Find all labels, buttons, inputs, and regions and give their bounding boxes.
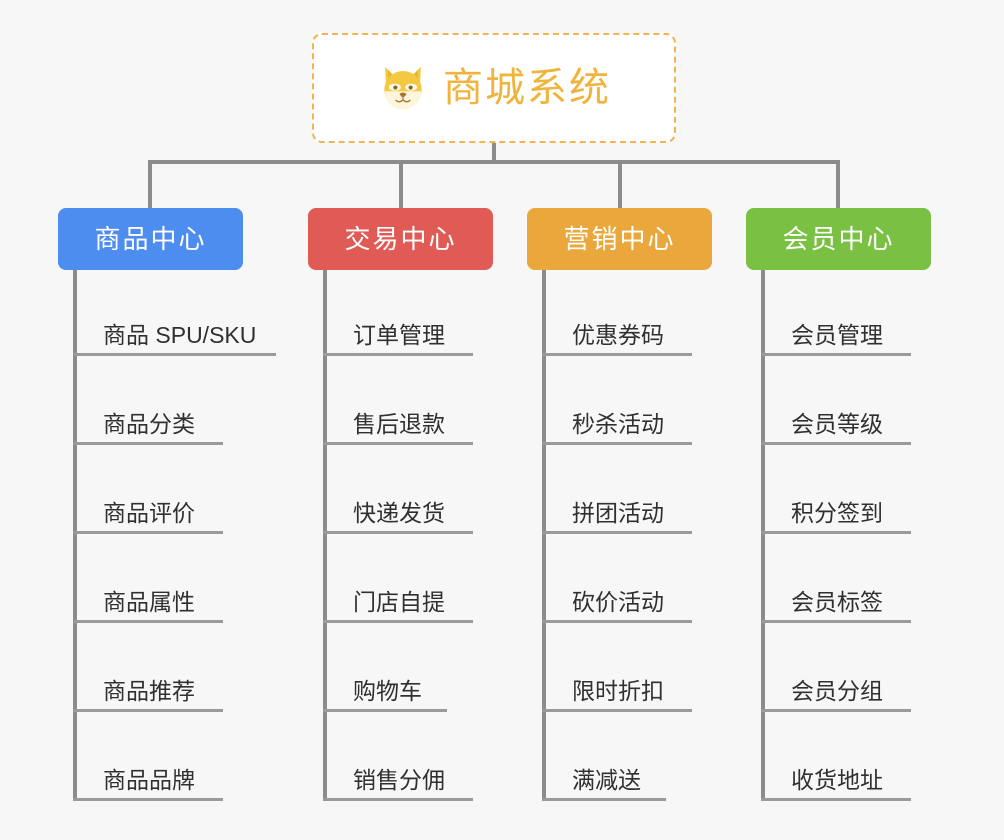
leaf-underline [542, 709, 692, 712]
leaf-item-label: 积分签到 [791, 500, 883, 526]
leaf-item-label: 会员等级 [791, 411, 883, 437]
connector-horizontal-bus [148, 160, 840, 164]
leaf-item-label: 会员标签 [791, 589, 883, 615]
leaf-underline [761, 531, 911, 534]
leaf-item-label: 满减送 [572, 767, 641, 793]
leaf-underline [73, 798, 223, 801]
leaf-underline [761, 353, 911, 356]
connector-spine-4 [761, 270, 765, 798]
leaf-item-label: 商品分类 [103, 411, 195, 437]
connector-root-stub [492, 143, 496, 164]
connector-spine-1 [73, 270, 77, 798]
leaf-item-label: 订单管理 [353, 322, 445, 348]
leaf-underline [73, 709, 223, 712]
leaf-item-label: 商品 SPU/SKU [103, 322, 257, 348]
leaf-underline [542, 798, 666, 801]
category-box-1[interactable]: 商品中心 [58, 208, 243, 270]
leaf-item-label: 商品属性 [103, 589, 195, 615]
leaf-underline [323, 620, 473, 623]
leaf-underline [542, 442, 692, 445]
root-node-title: 商城系统 [443, 66, 611, 110]
leaf-underline [761, 442, 911, 445]
leaf-item-label: 会员管理 [791, 322, 883, 348]
leaf-item-label: 秒杀活动 [572, 411, 664, 437]
leaf-underline [323, 709, 447, 712]
category-label: 会员中心 [782, 224, 895, 254]
category-label: 商品中心 [94, 224, 207, 254]
leaf-item-label: 商品推荐 [103, 678, 195, 704]
leaf-underline [761, 620, 911, 623]
leaf-item-label: 拼团活动 [572, 500, 664, 526]
connector-spine-3 [542, 270, 546, 798]
leaf-item-label: 购物车 [353, 678, 422, 704]
connector-drop-2 [399, 160, 403, 210]
leaf-underline [542, 531, 692, 534]
leaf-underline [73, 353, 276, 356]
leaf-item-label: 限时折扣 [572, 678, 664, 704]
leaf-item-label: 销售分佣 [353, 767, 445, 793]
connector-spine-2 [323, 270, 327, 798]
shiba-dog-icon [384, 66, 422, 110]
leaf-underline [542, 620, 692, 623]
leaf-underline [761, 709, 911, 712]
root-node-mall-system[interactable]: 商城系统 [312, 33, 676, 143]
leaf-underline [73, 620, 223, 623]
category-label: 营销中心 [563, 224, 676, 254]
leaf-item-label: 优惠券码 [572, 322, 664, 348]
leaf-underline [761, 798, 911, 801]
category-label: 交易中心 [344, 224, 457, 254]
leaf-item-label: 会员分组 [791, 678, 883, 704]
category-box-3[interactable]: 营销中心 [527, 208, 712, 270]
leaf-underline [73, 442, 223, 445]
leaf-underline [323, 442, 473, 445]
leaf-underline [323, 353, 473, 356]
leaf-underline [542, 353, 692, 356]
category-box-2[interactable]: 交易中心 [308, 208, 493, 270]
leaf-item-label: 商品品牌 [103, 767, 195, 793]
leaf-item-label: 收货地址 [791, 767, 883, 793]
connector-drop-3 [618, 160, 622, 210]
leaf-underline [323, 531, 473, 534]
category-box-4[interactable]: 会员中心 [746, 208, 931, 270]
leaf-item-label: 快递发货 [353, 500, 445, 526]
leaf-item-label: 商品评价 [103, 500, 195, 526]
connector-drop-1 [148, 160, 152, 210]
leaf-underline [323, 798, 473, 801]
connector-drop-4 [836, 160, 840, 210]
leaf-underline [73, 531, 223, 534]
leaf-item-label: 售后退款 [353, 411, 445, 437]
leaf-item-label: 砍价活动 [572, 589, 664, 615]
leaf-item-label: 门店自提 [353, 589, 445, 615]
